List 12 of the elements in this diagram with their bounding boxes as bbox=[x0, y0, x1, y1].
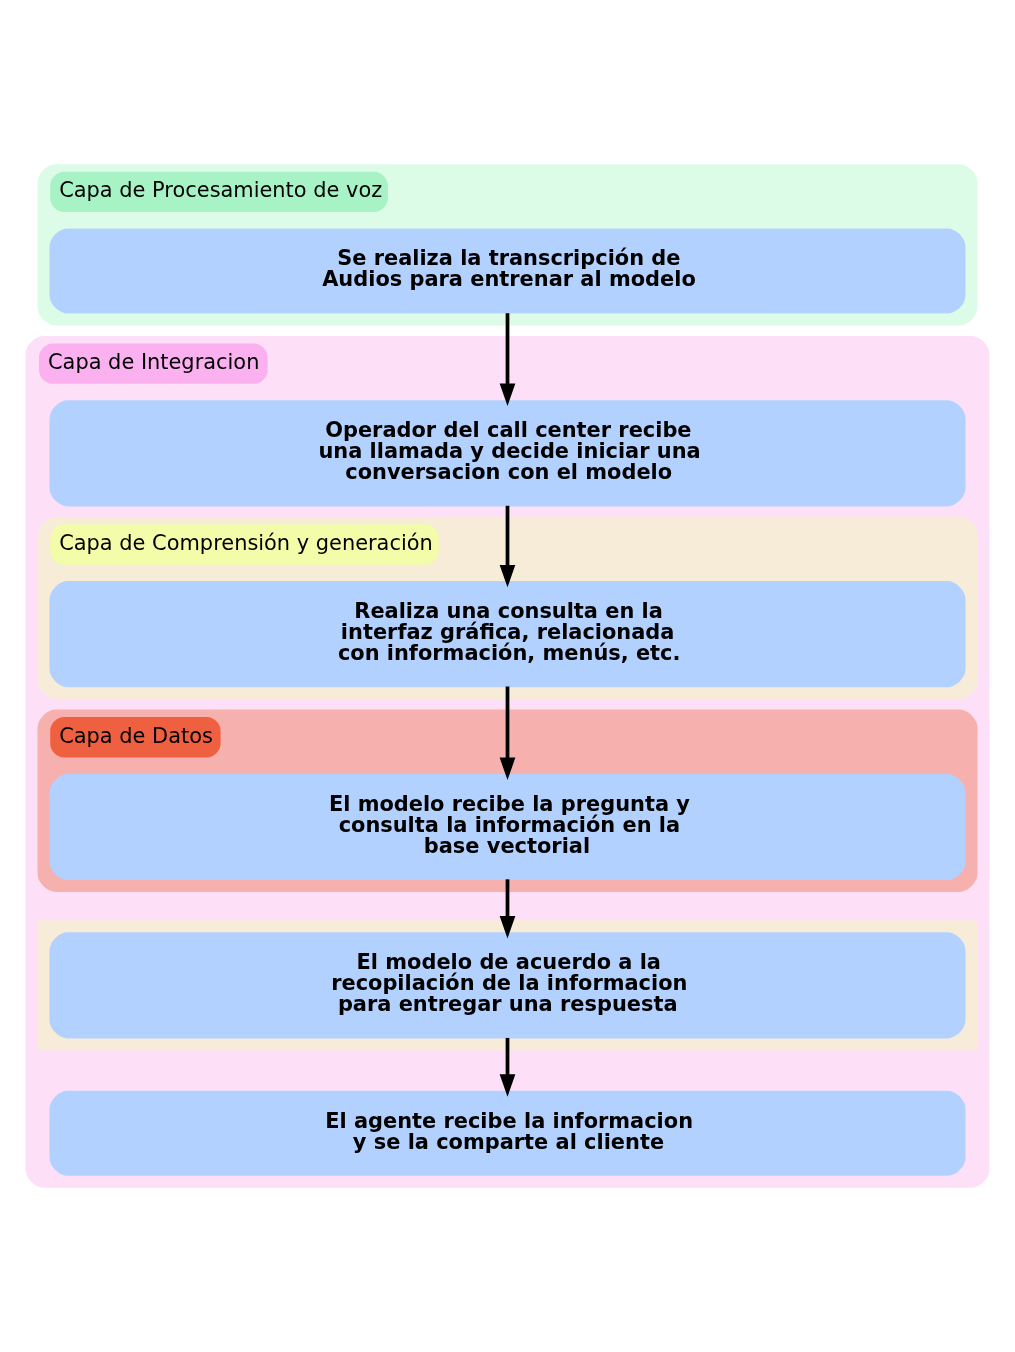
arrow bbox=[499, 313, 516, 407]
cluster bbox=[37, 920, 978, 1051]
arrow bbox=[499, 879, 516, 939]
node-box: Se realiza la transcripción de Audios para entrenar al modelo bbox=[49, 228, 966, 314]
arrow bbox=[499, 1037, 516, 1097]
node-box: El modelo recibe la pregunta y consulta la información en la base vectorial bbox=[49, 773, 966, 880]
arrow bbox=[499, 505, 516, 588]
node-box: El modelo de acuerdo a la recopilación de la informacion para entregar una respuesta bbox=[49, 932, 966, 1039]
arrow bbox=[499, 686, 516, 781]
node-box: Operador del call center recibe una llamada y decide iniciar una conversacion con el modelo bbox=[49, 400, 966, 507]
node-box: Realiza una consulta en la interfaz gráfica, relacionada con información, menús, etc. bbox=[49, 581, 966, 688]
node-box: El agente recibe la informacion y se la comparte al cliente bbox=[49, 1090, 966, 1176]
